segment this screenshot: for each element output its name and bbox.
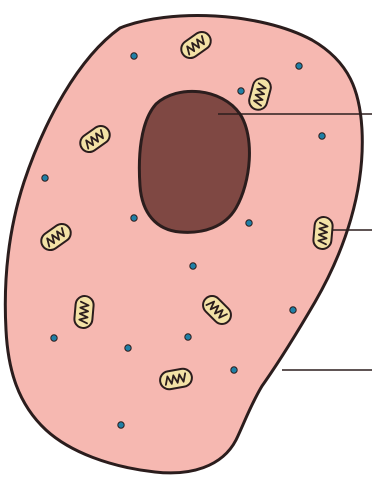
ribosome [42,175,48,181]
ribosome [290,307,296,313]
ribosome [118,422,124,428]
mitochondrion [313,216,334,249]
ribosome [246,220,252,226]
ribosome [319,133,325,139]
ribosome [131,215,137,221]
nucleus [139,91,249,232]
ribosome [185,334,191,340]
mitochondrion [74,295,95,328]
ribosome [125,345,131,351]
ribosome [238,88,244,94]
ribosome [296,63,302,69]
ribosome [51,335,57,341]
ribosome [190,263,196,269]
ribosome [231,367,237,373]
ribosome [131,53,137,59]
